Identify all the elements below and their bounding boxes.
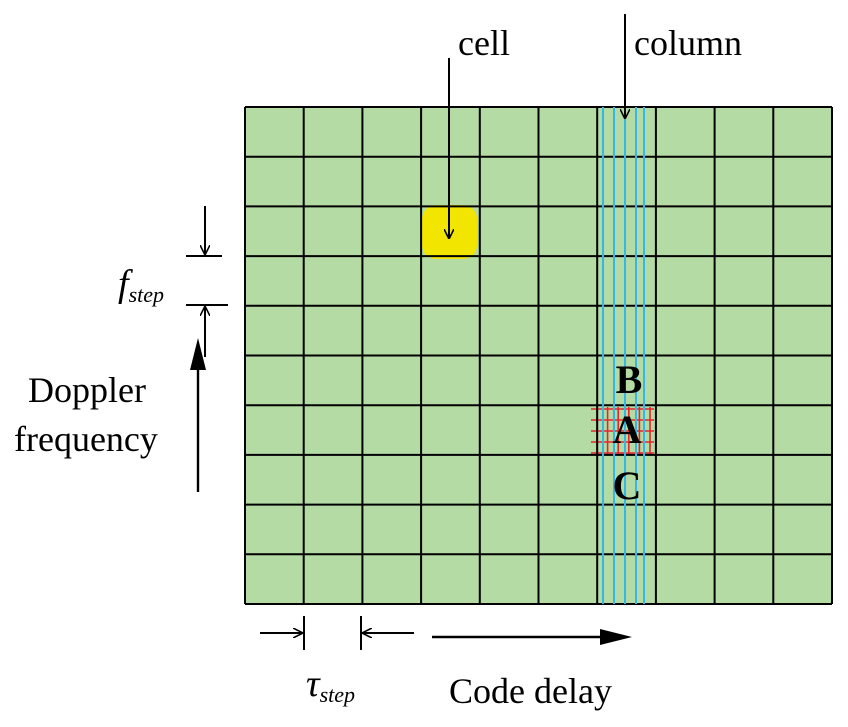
doppler-label-line1: Doppler [28, 370, 146, 410]
doppler-label-line2: frequency [14, 419, 158, 459]
f-step-dimension [186, 206, 228, 357]
cell-label: cell [458, 23, 510, 63]
code-delay-axis-arrowhead [600, 629, 632, 645]
tau-step-dimension [260, 616, 414, 650]
grid-lines [244, 106, 833, 605]
tau-step-label: τstep [306, 663, 355, 707]
column-lines [602, 107, 645, 604]
point-c-label: C [613, 463, 642, 508]
point-b-label: B [616, 357, 643, 402]
point-a-label: A [613, 407, 642, 452]
doppler-axis-arrowhead [190, 338, 206, 370]
column-label: column [634, 23, 742, 63]
f-step-label: fstep [118, 263, 164, 307]
code-delay-label: Code delay [449, 671, 612, 711]
